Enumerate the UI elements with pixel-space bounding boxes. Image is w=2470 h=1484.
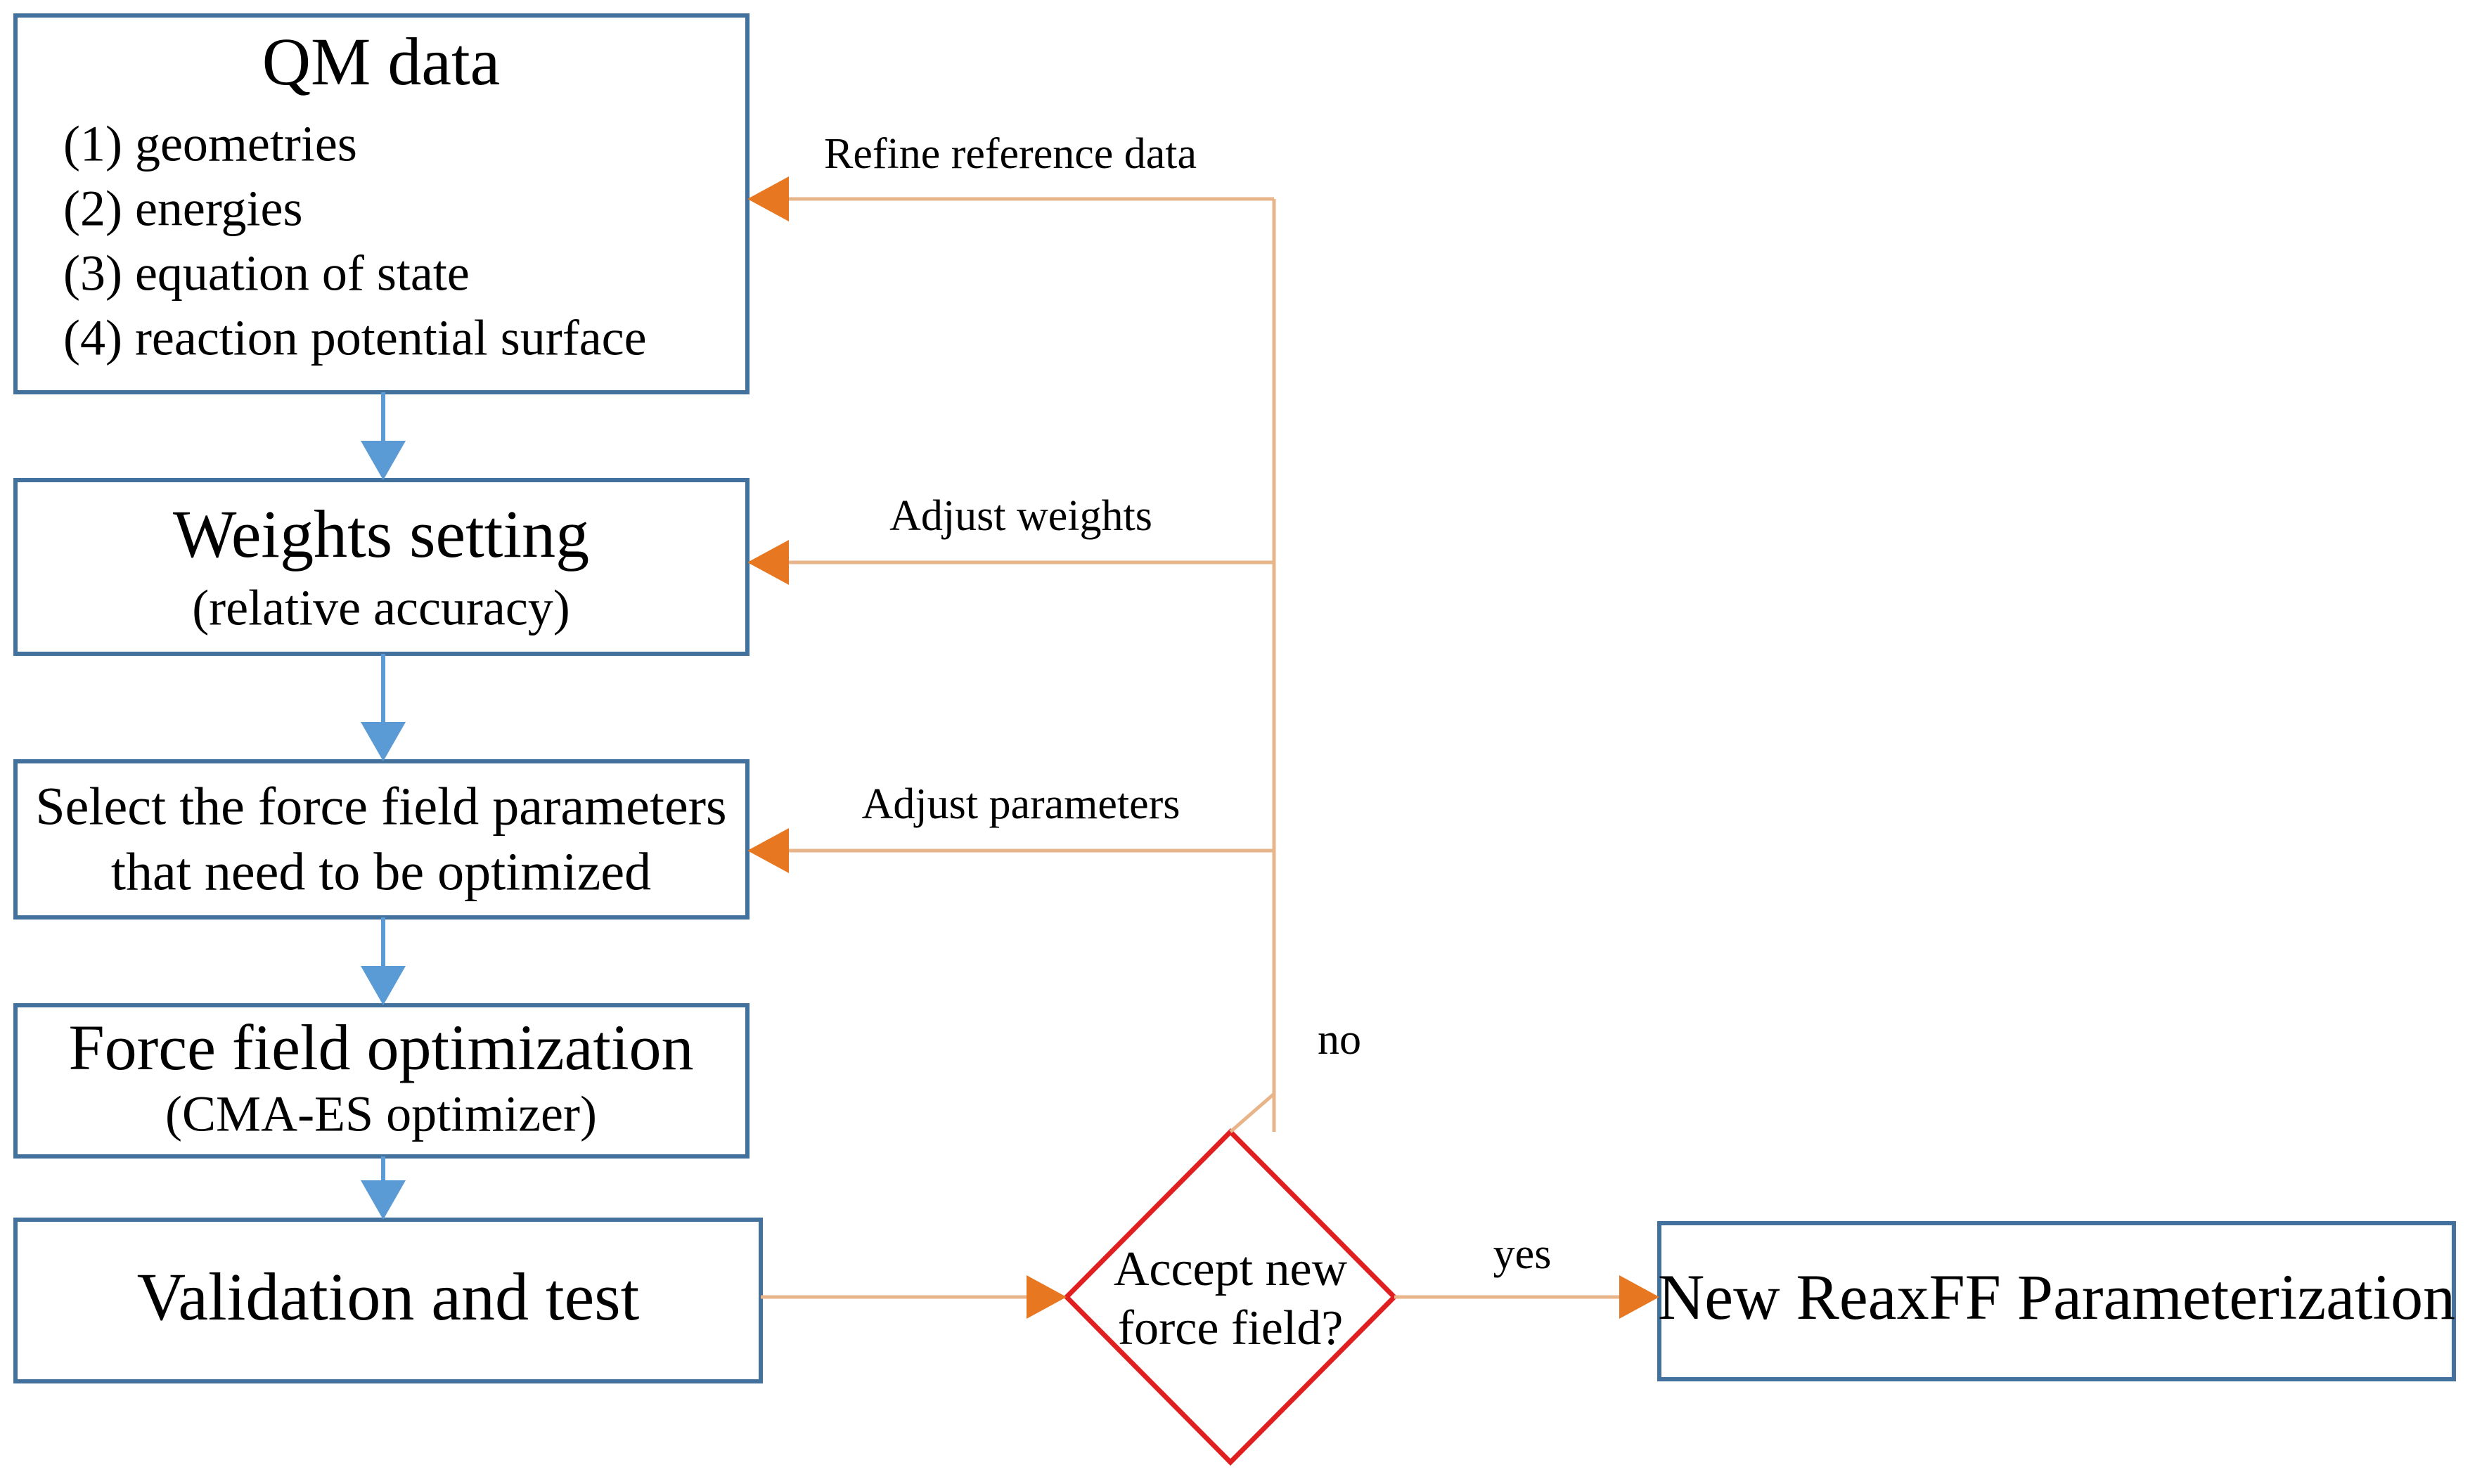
qm-data-item-1: (1) geometries [63,116,357,172]
node-accept-decision[interactable] [1063,1128,1398,1466]
connector-weights-to-select [361,654,406,761]
connector-adjust-parameters [747,828,1274,873]
select-parameters-line2: that need to be optimized [111,842,651,901]
connector-adjust-weights [747,540,1274,585]
node-force-field-optimization[interactable] [13,1003,750,1159]
connector-refine-reference-data [747,176,1274,221]
connector-select-to-optimization [361,917,406,1005]
edge-label-no: no [1318,1016,1361,1064]
qm-data-item-4: (4) reaction potential surface [63,310,647,366]
validation-and-test-title: Validation and test [137,1259,640,1334]
weights-setting-title: Weights setting [173,496,589,572]
accept-decision-line2: force field? [1118,1301,1344,1355]
connector-decision-yes-to-result [1394,1275,1659,1319]
force-field-optimization-title: Force field optimization [68,1012,693,1083]
connector-decision-no-riser [1229,199,1276,1133]
force-field-optimization-subtitle: (CMA-ES optimizer) [165,1086,597,1142]
connector-qm-to-weights [361,392,406,480]
node-select-parameters[interactable] [13,759,750,920]
connector-validation-to-decision [761,1275,1067,1319]
node-weights-setting[interactable] [13,478,750,656]
accept-decision-line1: Accept new [1114,1242,1348,1296]
node-new-parameterization[interactable] [1657,1221,2456,1381]
new-parameterization-title: New ReaxFF Parameterization [1658,1261,2455,1333]
select-parameters-line1: Select the force field parameters [35,777,726,836]
node-qm-data[interactable] [13,13,750,394]
qm-data-title: QM data [262,24,501,99]
weights-setting-subtitle: (relative accuracy) [192,580,570,636]
connector-optimization-to-validation [361,1156,406,1220]
edge-label-yes: yes [1493,1230,1552,1278]
qm-data-item-2: (2) energies [63,181,303,237]
edge-label-adjust-weights: Adjust weights [889,492,1152,540]
node-validation-and-test[interactable] [13,1218,763,1383]
edge-label-adjust-parameters: Adjust parameters [862,780,1181,828]
qm-data-item-3: (3) equation of state [63,245,470,302]
edge-label-refine-reference-data: Refine reference data [824,130,1197,178]
